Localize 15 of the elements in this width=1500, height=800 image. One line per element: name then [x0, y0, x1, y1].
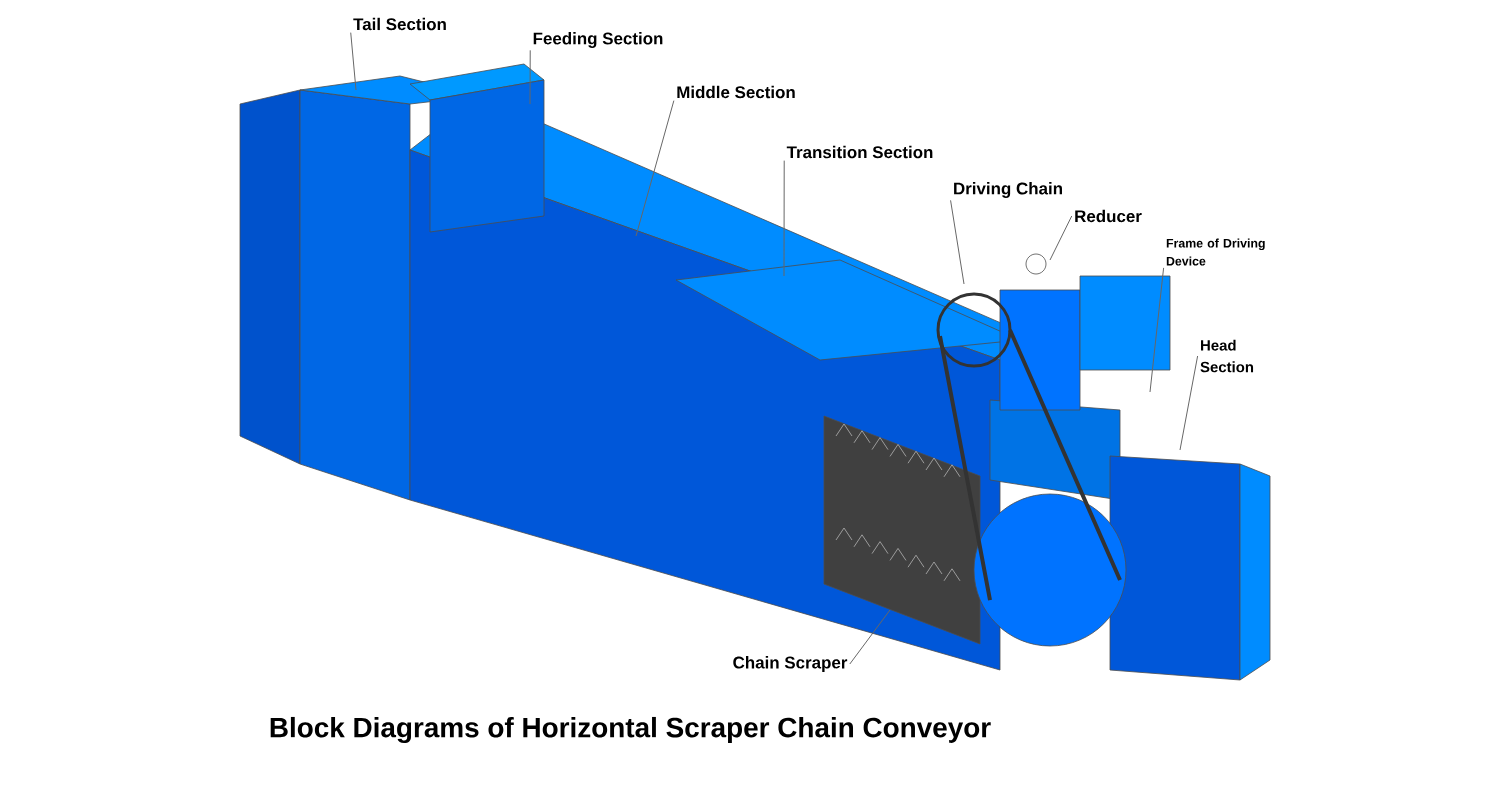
part-label: Tail Section — [353, 17, 446, 31]
part-label: Chain Scraper — [733, 656, 848, 672]
leader-line — [635, 100, 675, 237]
leader-line — [350, 32, 357, 91]
caption: Block Diagrams of Horizontal Scraper Chain Conveyor — [270, 716, 991, 744]
leader-line — [1179, 355, 1199, 451]
part-label: Middle Section — [677, 85, 795, 99]
leader-line — [950, 199, 965, 285]
part-label: Reducer — [1075, 209, 1142, 223]
leader-line — [783, 160, 785, 277]
part-label: Driving Chain — [954, 182, 1062, 198]
part-label: Transition Section — [786, 145, 933, 159]
leader-line — [849, 609, 891, 665]
leader-line — [1049, 215, 1073, 261]
part-label: Feeding Section — [533, 32, 663, 48]
